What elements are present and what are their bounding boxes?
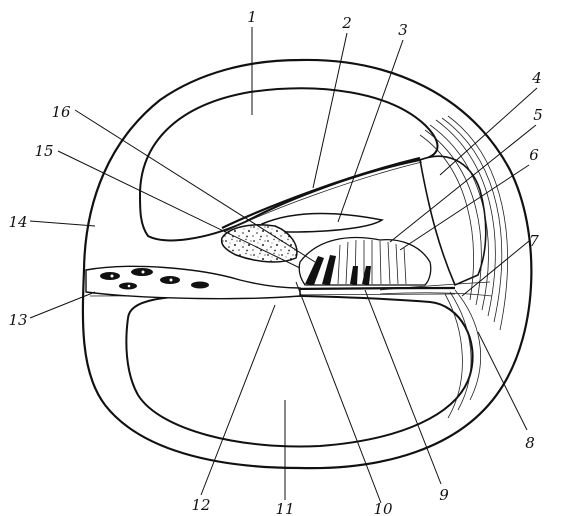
label-12: 12 — [191, 496, 210, 514]
label-6: 6 — [529, 146, 539, 164]
scala-tympani-cavity — [126, 295, 472, 447]
label-13: 13 — [8, 311, 27, 329]
label-4: 4 — [531, 69, 542, 87]
label-1: 1 — [247, 8, 257, 26]
label-3: 3 — [398, 21, 408, 39]
label-9: 9 — [439, 486, 449, 504]
label-8: 8 — [525, 434, 535, 452]
label-15: 15 — [34, 142, 53, 160]
label-10: 10 — [373, 500, 393, 516]
label-7: 7 — [529, 232, 539, 250]
label-11: 11 — [275, 500, 294, 516]
label-2: 2 — [341, 14, 352, 32]
label-16: 16 — [51, 103, 71, 121]
label-5: 5 — [533, 106, 543, 124]
label-14: 14 — [8, 213, 27, 231]
